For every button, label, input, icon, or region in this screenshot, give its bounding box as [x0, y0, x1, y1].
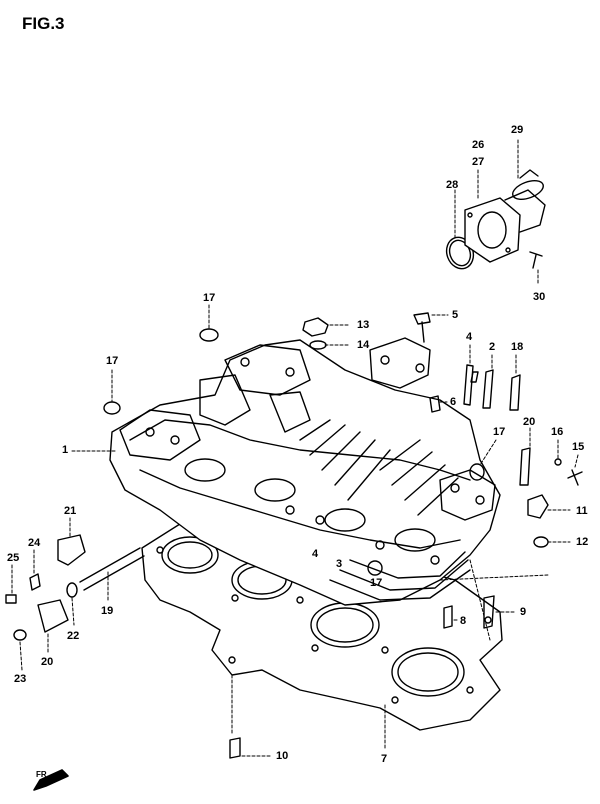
cylinder-head [109, 337, 501, 606]
figure-title: FIG.3 [22, 14, 65, 33]
small-parts [5, 312, 583, 759]
leader-lines [11, 139, 579, 757]
head-gasket [141, 504, 503, 731]
front-marker-label: FR [36, 770, 47, 779]
intake-pipe-assembly [445, 169, 546, 270]
front-direction-arrow [33, 769, 69, 791]
